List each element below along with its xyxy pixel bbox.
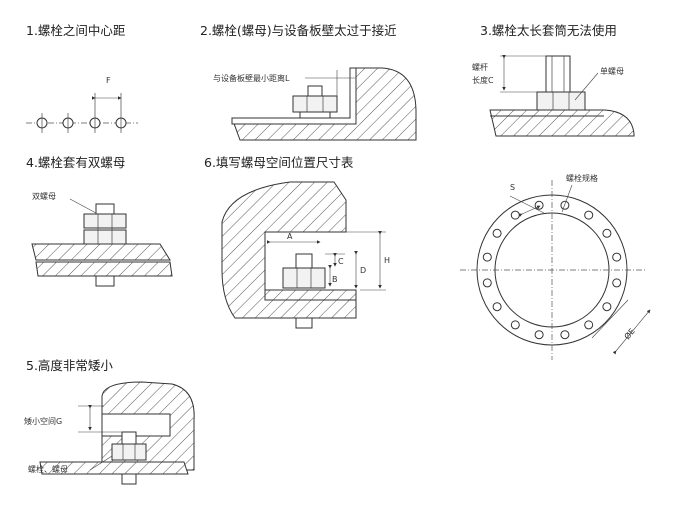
nut xyxy=(111,443,147,461)
label-bolt-nut: 螺栓、螺母 xyxy=(28,464,68,474)
bolt-hole xyxy=(602,228,612,238)
section-3: 3.螺栓太长套筒无法使用 螺杆 长度C 单螺母 xyxy=(472,23,635,137)
bolt-hole xyxy=(584,320,594,330)
plate xyxy=(39,461,189,475)
bolt-top xyxy=(95,203,115,215)
bolt-bottom xyxy=(121,473,137,485)
label-length-c: 长度C xyxy=(472,75,494,85)
bolt-hole xyxy=(602,302,612,312)
bolt-circle-row xyxy=(36,93,127,133)
bolt-hole xyxy=(560,200,570,210)
bolt-top xyxy=(295,253,313,269)
plate xyxy=(264,289,357,301)
nut xyxy=(292,95,338,113)
nut-lower xyxy=(83,229,127,245)
bolt-hole xyxy=(482,278,492,288)
bolt-hole xyxy=(534,200,544,210)
bolt-hole-ring xyxy=(482,200,622,340)
section-2-title: 2.螺栓(螺母)与设备板壁太过于接近 xyxy=(200,23,397,38)
section-5: 5.高度非常矮小 矮小空间G 螺栓、螺母 xyxy=(24,358,195,485)
bolt-top xyxy=(121,431,137,445)
label-a: A xyxy=(287,232,293,241)
bolt-hole xyxy=(584,210,594,220)
lower-plate xyxy=(35,261,173,277)
section-5-title: 5.高度非常矮小 xyxy=(26,358,113,373)
label-s: S xyxy=(510,183,515,192)
section-2: 2.螺栓(螺母)与设备板壁太过于接近 与设备板壁最小距离L xyxy=(200,23,417,141)
label-d: D xyxy=(360,266,366,275)
bolt-hole xyxy=(510,210,520,220)
bolt-top xyxy=(307,85,323,97)
bolt-bottom xyxy=(295,317,313,329)
plate-gap xyxy=(231,67,357,125)
bolt-hole xyxy=(612,278,622,288)
label-bolt-spec: 螺栓规格 xyxy=(566,173,598,183)
bolt-bottom xyxy=(95,275,115,287)
nut xyxy=(282,267,326,289)
housing xyxy=(221,181,357,319)
bolt-hole xyxy=(612,252,622,262)
bolt-hole xyxy=(510,320,520,330)
section-flange: S 螺栓规格 ØE xyxy=(460,173,651,360)
section-1-title: 1.螺栓之间中心距 xyxy=(26,23,125,38)
flange-plate xyxy=(489,109,635,137)
label-min-distance: 与设备板壁最小距离L xyxy=(213,73,290,83)
bolt-rod xyxy=(545,55,571,93)
upper-plate xyxy=(31,243,171,261)
bolt-hole xyxy=(492,302,502,312)
label-single-nut: 单螺母 xyxy=(600,66,624,76)
section-4-title: 4.螺栓套有双螺母 xyxy=(26,155,125,170)
section-1: 1.螺栓之间中心距 F xyxy=(26,23,138,133)
section-3-title: 3.螺栓太长套筒无法使用 xyxy=(480,23,617,38)
section-4: 4.螺栓套有双螺母 双螺母 xyxy=(26,155,173,287)
bolt-hole xyxy=(482,252,492,262)
section-6: 6.填写螺母空间位置尺寸表 A C B D H xyxy=(204,155,390,329)
nut-upper xyxy=(83,213,127,229)
bolt-hole xyxy=(560,330,570,340)
label-c: C xyxy=(338,257,344,266)
label-low-space: 矮小空间G xyxy=(24,416,62,426)
label-h: H xyxy=(384,256,390,265)
bolt-hole xyxy=(534,330,544,340)
label-double-nut: 双螺母 xyxy=(32,191,56,201)
label-f: F xyxy=(106,76,111,85)
label-rod: 螺杆 xyxy=(472,62,488,72)
section-6-title: 6.填写螺母空间位置尺寸表 xyxy=(204,155,354,170)
label-b: B xyxy=(332,275,338,284)
single-nut xyxy=(536,91,586,111)
bolt-hole xyxy=(492,228,502,238)
